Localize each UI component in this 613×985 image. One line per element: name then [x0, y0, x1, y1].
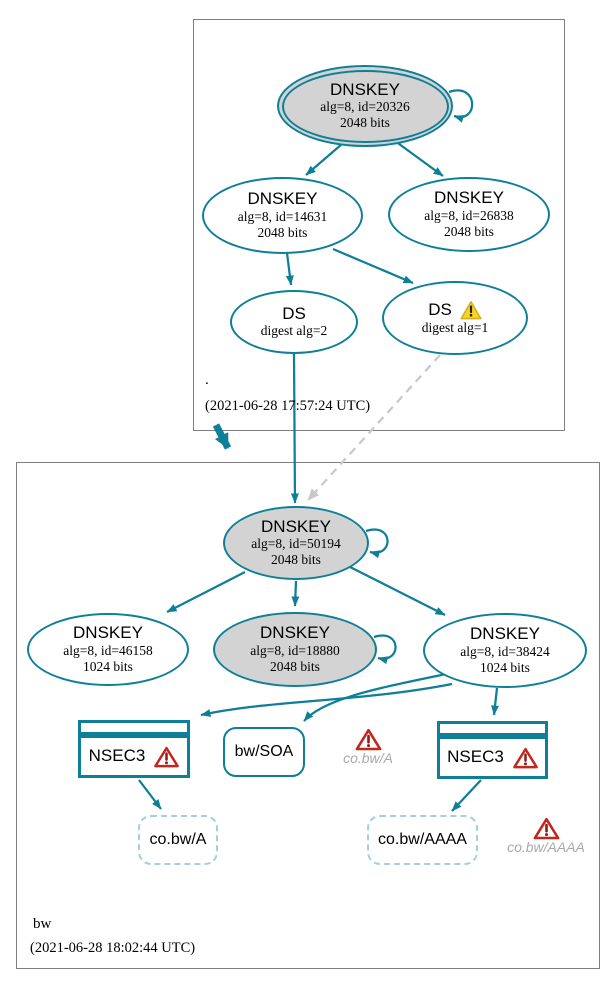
edge-14631-to-ds2 — [285, 252, 294, 286]
node-nsec3-left: NSEC3 — [78, 720, 190, 778]
dnskey-detail: alg=8, id=18880 — [250, 642, 340, 658]
cluster-root-timestamp: (2021-06-28 17:57:24 UTC) — [205, 398, 371, 414]
dnskey-bits: 2048 bits — [444, 223, 494, 239]
node-dnskey-38424: DNSKEY alg=8, id=38424 1024 bits — [423, 613, 587, 688]
warning-red-icon — [355, 728, 381, 751]
cluster-bw-label: bw — [33, 916, 52, 932]
dnskey-detail: alg=8, id=20326 — [320, 99, 410, 115]
node-dnskey-18880: DNSKEY alg=8, id=18880 2048 bits — [213, 612, 377, 687]
dnskey-title: DNSKEY — [73, 623, 143, 643]
bw-soa-label: bw/SOA — [234, 743, 294, 760]
dnskey-bits: 1024 bits — [83, 658, 133, 674]
node-ds-digest2: DS digest alg=2 — [230, 290, 358, 354]
edge-ds1-to-ksk50194-dashed — [307, 354, 441, 501]
ds-title: DS — [282, 303, 306, 323]
edge-18880-selfloop — [373, 634, 397, 665]
warning-label: co.bw/A — [343, 750, 393, 766]
edge-ksk50194-selfloop — [365, 528, 389, 559]
node-bw-soa: bw/SOA — [223, 727, 305, 777]
node-dnskey-20326: DNSKEY alg=8, id=20326 2048 bits — [277, 65, 453, 147]
cluster-bw-timestamp: (2021-06-28 18:02:44 UTC) — [30, 940, 196, 956]
cobw-aaaa-label: co.bw/AAAA — [378, 831, 467, 848]
nsec3-title: NSEC3 — [447, 747, 504, 767]
ds-detail: digest alg=2 — [260, 323, 328, 339]
warning-label: co.bw/AAAA — [507, 839, 585, 855]
dnskey-bits: 2048 bits — [257, 224, 308, 240]
nsec3-header-bar — [81, 732, 187, 738]
nsec3-header-strip — [440, 724, 545, 733]
node-dnskey-26838: DNSKEY alg=8, id=26838 2048 bits — [388, 177, 550, 252]
edge-50194-to-38424 — [349, 565, 446, 617]
edge-root-to-bw-delegation — [212, 423, 232, 450]
cobw-a-label: co.bw/A — [149, 831, 207, 848]
edge-50194-to-46158 — [166, 570, 246, 614]
edge-ksk20326-to-26838 — [394, 140, 444, 177]
warning-yellow-icon — [460, 301, 482, 320]
edge-38424-to-bwsoa — [303, 672, 447, 722]
node-nsec3-right: NSEC3 — [437, 721, 548, 779]
ds-title: DS — [428, 299, 452, 319]
cluster-root — [193, 19, 565, 431]
edge-ksk20326-selfloop — [448, 89, 474, 123]
dnskey-title: DNSKEY — [247, 189, 318, 209]
edge-50194-to-18880 — [291, 580, 300, 607]
dnskey-detail: alg=8, id=26838 — [424, 207, 514, 223]
dnskey-detail: alg=8, id=14631 — [237, 208, 328, 224]
node-dnskey-46158: DNSKEY alg=8, id=46158 1024 bits — [27, 613, 189, 686]
nsec3-title: NSEC3 — [88, 746, 146, 766]
dnskey-title: DNSKEY — [330, 79, 400, 99]
dnskey-detail: alg=8, id=50194 — [251, 536, 341, 552]
edge-14631-to-ds1 — [332, 247, 414, 285]
dnskey-title: DNSKEY — [260, 623, 330, 643]
dnskey-bits: 2048 bits — [271, 552, 321, 568]
edge-nsec3left-to-cobwa — [138, 779, 162, 810]
warning-red-icon — [533, 817, 559, 840]
warning-red-icon — [154, 746, 180, 767]
edge-nsec3right-to-cobwaaaa — [451, 779, 482, 812]
edge-ksk20326-to-14631 — [305, 143, 343, 176]
dnskey-title: DNSKEY — [261, 516, 331, 536]
node-dnskey-14631: DNSKEY alg=8, id=14631 2048 bits — [202, 177, 363, 254]
cluster-root-label: . — [205, 372, 209, 388]
edge-ds2-to-ksk50194 — [290, 353, 299, 504]
dnskey-bits: 2048 bits — [270, 658, 320, 674]
dnskey-title: DNSKEY — [470, 624, 540, 644]
cluster-bw — [16, 462, 600, 969]
dnskey-bits: 2048 bits — [340, 115, 390, 131]
dnskey-bits: 1024 bits — [480, 659, 530, 675]
ds-detail: digest alg=1 — [421, 320, 489, 336]
warning-cobw-a: co.bw/A — [340, 728, 396, 765]
dnskey-title: DNSKEY — [434, 188, 504, 208]
node-cobw-aaaa: co.bw/AAAA — [367, 815, 478, 865]
node-ds-digest1: DS digest alg=1 — [382, 281, 528, 355]
warning-red-icon — [513, 747, 538, 768]
node-dnskey-50194: DNSKEY alg=8, id=50194 2048 bits — [223, 506, 369, 580]
dnskey-detail: alg=8, id=46158 — [63, 642, 153, 658]
nsec3-header-strip — [81, 723, 187, 732]
warning-cobw-aaaa: co.bw/AAAA — [506, 817, 586, 854]
edge-38424-to-nsec3-left — [200, 682, 453, 717]
nsec3-header-bar — [440, 733, 545, 739]
node-cobw-a: co.bw/A — [138, 815, 218, 865]
edge-38424-to-nsec3-right — [491, 687, 500, 716]
dnskey-detail: alg=8, id=38424 — [460, 643, 550, 659]
